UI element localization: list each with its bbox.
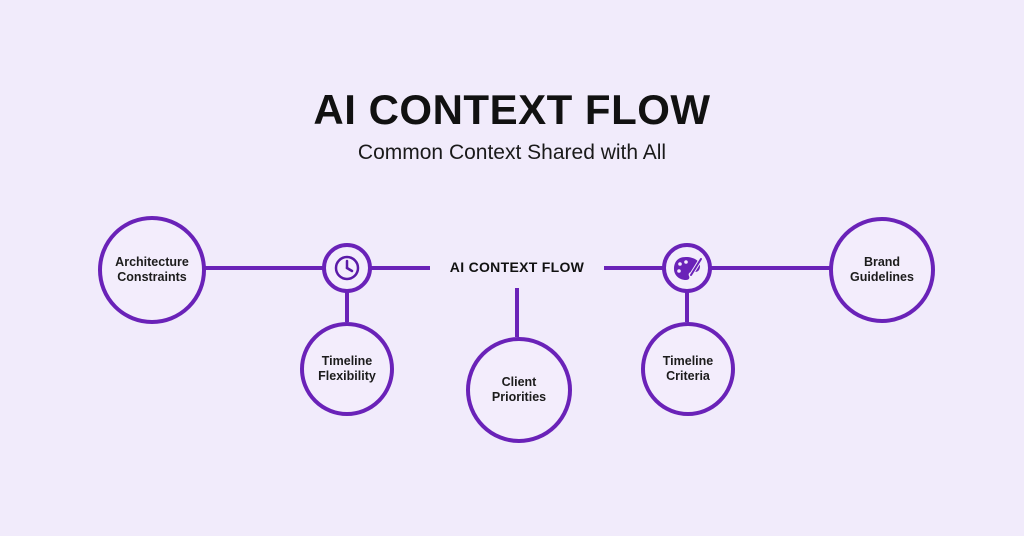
timeline-criteria-line1: Timeline xyxy=(662,354,714,368)
client-priorities-line2: Priorities xyxy=(491,390,547,404)
architecture-constraints-line2: Constraints xyxy=(117,270,187,284)
client-priorities-line1: Client xyxy=(501,375,537,389)
timeline-criteria-label: Timeline Criteria xyxy=(663,354,713,384)
timeline-criteria-line2: Criteria xyxy=(666,369,710,383)
brand-guidelines-line1: Brand xyxy=(863,255,901,269)
node-brand-guidelines xyxy=(829,217,935,323)
timeline-flexibility-line1: Timeline xyxy=(321,354,373,368)
hub-label: AI CONTEXT FLOW xyxy=(449,259,585,275)
brand-guidelines-line2: Guidelines xyxy=(850,270,914,284)
page-title: AI CONTEXT FLOW xyxy=(313,86,711,133)
palette-icon xyxy=(662,243,712,293)
timeline-flexibility-label: Timeline Flexibility xyxy=(318,354,376,384)
node-architecture-constraints xyxy=(98,216,206,324)
page-subtitle: Common Context Shared with All xyxy=(357,141,667,164)
node-timeline-flexibility xyxy=(300,322,394,416)
architecture-constraints-label: Architecture Constraints xyxy=(115,255,189,285)
client-priorities-label: Client Priorities xyxy=(492,375,546,405)
clock-icon xyxy=(322,243,372,293)
node-timeline-criteria xyxy=(641,322,735,416)
timeline-flexibility-line2: Flexibility xyxy=(318,369,376,383)
node-client-priorities xyxy=(466,337,572,443)
architecture-constraints-line1: Architecture xyxy=(115,255,189,269)
brand-guidelines-label: Brand Guidelines xyxy=(850,255,914,285)
